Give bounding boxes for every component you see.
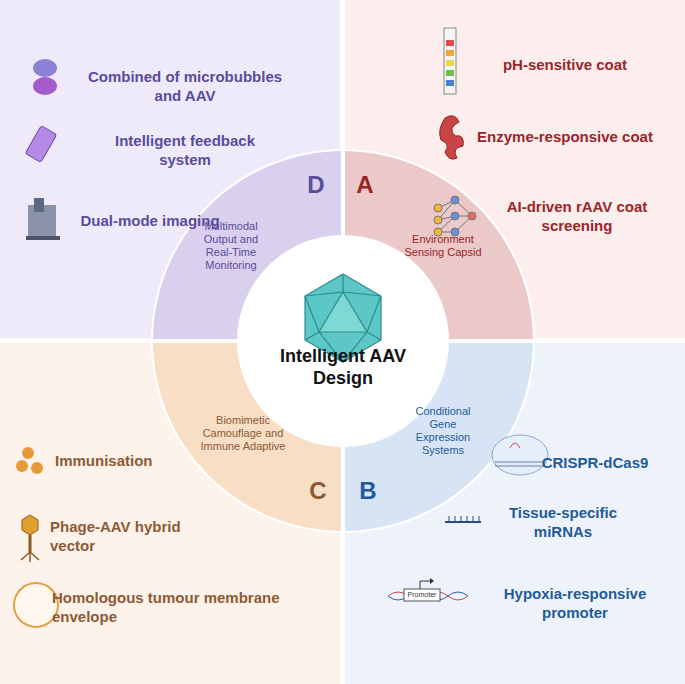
item-text: AI-driven rAAV coat screening: [492, 197, 662, 235]
item-text: Dual-mode imaging: [70, 211, 230, 230]
item-label: Tissue-specific miRNAs: [488, 503, 638, 541]
item-label: Hypoxia-responsive promoter: [490, 584, 660, 622]
item-label: Homologous tumour membrane envelope: [52, 588, 292, 626]
wedge-label: Conditional Gene Expression Systems: [403, 405, 483, 457]
item-text: Tissue-specific miRNAs: [488, 503, 638, 541]
ph-strip-icon: [444, 28, 456, 94]
membrane-icon: [14, 583, 58, 627]
wedge-letter: B: [359, 477, 376, 505]
item-label: Combined of microbubbles and AAV: [80, 67, 290, 105]
phage-icon: [21, 515, 39, 562]
item-label: Immunisation: [55, 451, 175, 470]
wedge-letter: D: [307, 171, 324, 199]
item-label: CRISPR-dCas9: [530, 453, 660, 472]
item-text: Phage-AAV hybrid vector: [50, 517, 200, 555]
item-text: Enzyme-responsive coat: [475, 127, 655, 146]
imager-icon: [26, 198, 60, 240]
item-text: Immunisation: [55, 451, 175, 470]
item-text: pH-sensitive coat: [475, 55, 655, 74]
center-title: Intelligent AAV Design: [263, 345, 423, 389]
item-text: Homologous tumour membrane envelope: [52, 588, 292, 626]
item-label: pH-sensitive coat: [475, 55, 655, 74]
item-text: CRISPR-dCas9: [530, 453, 660, 472]
item-label: Dual-mode imaging: [70, 211, 230, 230]
mirna-icon: [445, 516, 481, 522]
microbubble-icon: [33, 59, 57, 95]
wedge-letter: C: [309, 477, 326, 505]
neural-net-icon: [434, 196, 476, 236]
wedge-letter: A: [356, 171, 373, 199]
phone-icon: [25, 126, 57, 163]
ring-base: [151, 149, 535, 533]
item-label: Phage-AAV hybrid vector: [50, 517, 200, 555]
wedge-label: Environment Sensing Capsid: [398, 233, 488, 259]
item-label: Intelligent feedback system: [100, 131, 270, 169]
immunisation-icon: [16, 447, 43, 474]
ring-wedge: B Conditional Gene Expression Systems: [343, 341, 533, 531]
ring-wedge: C Biomimetic Camouflage and Immune Adapti…: [153, 341, 343, 531]
center-circle: Intelligent AAV Design: [263, 345, 423, 389]
ring-wedge: A Environment Sensing Capsid: [343, 151, 533, 341]
item-text: Intelligent feedback system: [100, 131, 270, 169]
item-label: Enzyme-responsive coat: [475, 127, 655, 146]
icon-label: Promoter: [405, 590, 439, 600]
promoter-dna-icon: [388, 578, 468, 601]
enzyme-icon: [440, 116, 464, 159]
item-text: Combined of microbubbles and AAV: [80, 67, 290, 105]
item-label: AI-driven rAAV coat screening: [492, 197, 662, 235]
ring-wedge: DMultimodal Output and Real-Time Monitor…: [153, 151, 343, 341]
crispr-icon: [492, 435, 548, 475]
item-text: Hypoxia-responsive promoter: [490, 584, 660, 622]
wedge-label: Biomimetic Camouflage and Immune Adaptiv…: [193, 414, 293, 453]
